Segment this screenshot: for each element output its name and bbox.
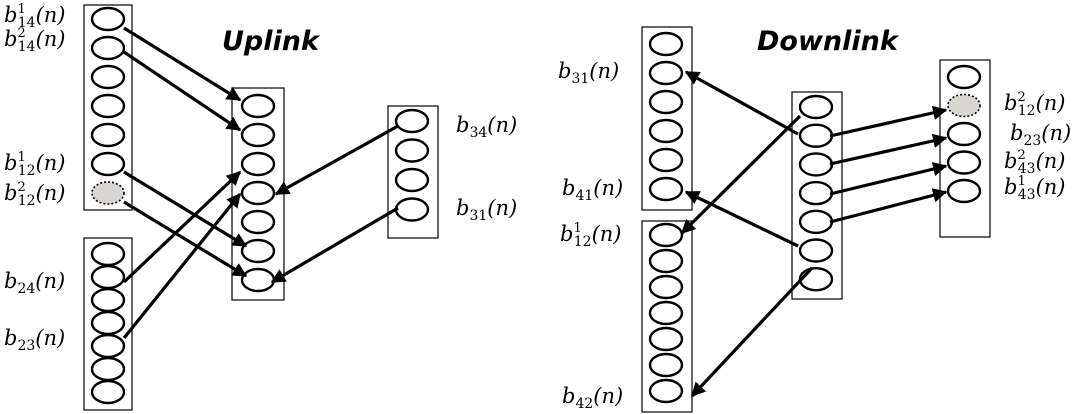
transfer-arrow xyxy=(122,170,242,284)
uplink-relay-slot xyxy=(240,93,276,119)
downlink-q2-slot xyxy=(648,300,684,326)
downlink-relay-slot xyxy=(798,180,834,206)
transfer-arrow xyxy=(829,162,948,196)
uplink-relay-slot xyxy=(240,267,276,293)
downlink-relay-slot xyxy=(798,209,834,235)
uplink-relay-slot xyxy=(240,209,276,235)
downlink-label-b31: b31(n) xyxy=(558,59,619,87)
uplink-label-b24: b24(n) xyxy=(4,269,65,297)
uplink-q2-slot xyxy=(90,241,126,267)
transfer-arrow xyxy=(123,170,248,248)
transfer-arrows xyxy=(122,26,948,398)
downlink-q2-slot xyxy=(648,222,684,248)
uplink-relay-slot xyxy=(240,122,276,148)
downlink-relay-slot xyxy=(798,123,834,148)
uplink-q2-slot xyxy=(90,379,126,405)
downlink-relay-slot xyxy=(798,238,834,263)
downlink-q2-slot xyxy=(648,378,684,404)
uplink-q3-slot xyxy=(394,108,430,134)
uplink-queue-2 xyxy=(83,237,133,411)
downlink-q3-slot xyxy=(946,121,982,147)
transfer-arrow xyxy=(680,114,802,235)
downlink-q1-slot xyxy=(648,147,684,173)
uplink-relay-slot xyxy=(240,151,276,177)
transfer-arrow xyxy=(684,70,799,136)
buffer-slots xyxy=(90,6,982,405)
downlink-q1-slot xyxy=(648,60,684,86)
uplink-q1-slot xyxy=(90,151,126,177)
downlink-q1-slot xyxy=(648,31,684,57)
uplink-q3-slot xyxy=(394,138,430,163)
uplink-q1-slot xyxy=(90,35,126,61)
uplink-q3-slot xyxy=(394,197,430,222)
uplink-q1-slot xyxy=(90,6,126,32)
downlink-q2-slot xyxy=(648,352,684,378)
uplink-label-b31: b31(n) xyxy=(456,196,517,224)
uplink-q2-slot xyxy=(90,264,126,290)
downlink-q3-slot-held xyxy=(947,93,981,118)
uplink-q2-slot xyxy=(90,333,126,359)
uplink-q1-slot xyxy=(90,122,126,148)
downlink-q1-slot xyxy=(648,176,684,202)
downlink-q2-slot xyxy=(648,248,684,274)
downlink-label-b23: b23(n) xyxy=(1010,121,1071,149)
transfer-arrow xyxy=(123,26,242,102)
uplink-relay-slot xyxy=(240,180,276,206)
uplink-q2-slot xyxy=(90,310,126,336)
downlink-label-b42: b42(n) xyxy=(562,384,623,412)
downlink-q3-slot xyxy=(946,178,982,204)
transfer-arrow xyxy=(123,200,248,278)
downlink-queue-3 xyxy=(939,59,991,238)
transfer-arrow xyxy=(684,190,799,248)
uplink-queue-3 xyxy=(387,105,439,239)
uplink-relay-slot xyxy=(240,238,276,264)
downlink-title: Downlink xyxy=(757,26,900,57)
transfer-arrow xyxy=(123,50,242,132)
uplink-q2-slot xyxy=(90,356,126,382)
uplink-label-b34: b34(n) xyxy=(456,113,517,141)
uplink-label-b23: b23(n) xyxy=(4,326,65,354)
downlink-relay-slot xyxy=(798,267,834,292)
downlink-queue-1 xyxy=(641,26,693,211)
downlink-relay-slot xyxy=(798,152,834,177)
queue-boxes xyxy=(83,4,991,413)
transfer-arrow xyxy=(274,124,399,196)
downlink-q3-slot xyxy=(946,64,982,90)
downlink-q1-slot xyxy=(648,118,684,144)
uplink-q1-slot xyxy=(90,93,126,119)
transfer-arrow xyxy=(690,266,814,398)
downlink-q2-slot xyxy=(648,274,684,300)
downlink-q3-slot xyxy=(946,150,982,175)
transfer-arrow xyxy=(829,188,948,224)
downlink-relay-slot xyxy=(798,94,834,120)
uplink-q2-slot xyxy=(90,287,126,313)
downlink-queue-2 xyxy=(641,220,693,413)
downlink-queue-relay xyxy=(791,91,843,300)
downlink-q2-slot xyxy=(648,326,684,352)
downlink-q1-slot xyxy=(648,89,684,115)
uplink-queue-1 xyxy=(83,4,133,211)
uplink-q3-slot xyxy=(394,167,430,193)
transfer-arrow xyxy=(829,105,948,138)
transfer-arrow xyxy=(122,192,242,340)
uplink-q1-slot xyxy=(90,64,126,90)
transfer-arrow xyxy=(270,206,399,284)
downlink-label-b41: b41(n) xyxy=(562,176,623,204)
uplink-title: Uplink xyxy=(222,26,321,57)
uplink-q1-slot-held xyxy=(91,181,125,205)
transfer-arrow xyxy=(829,133,948,166)
